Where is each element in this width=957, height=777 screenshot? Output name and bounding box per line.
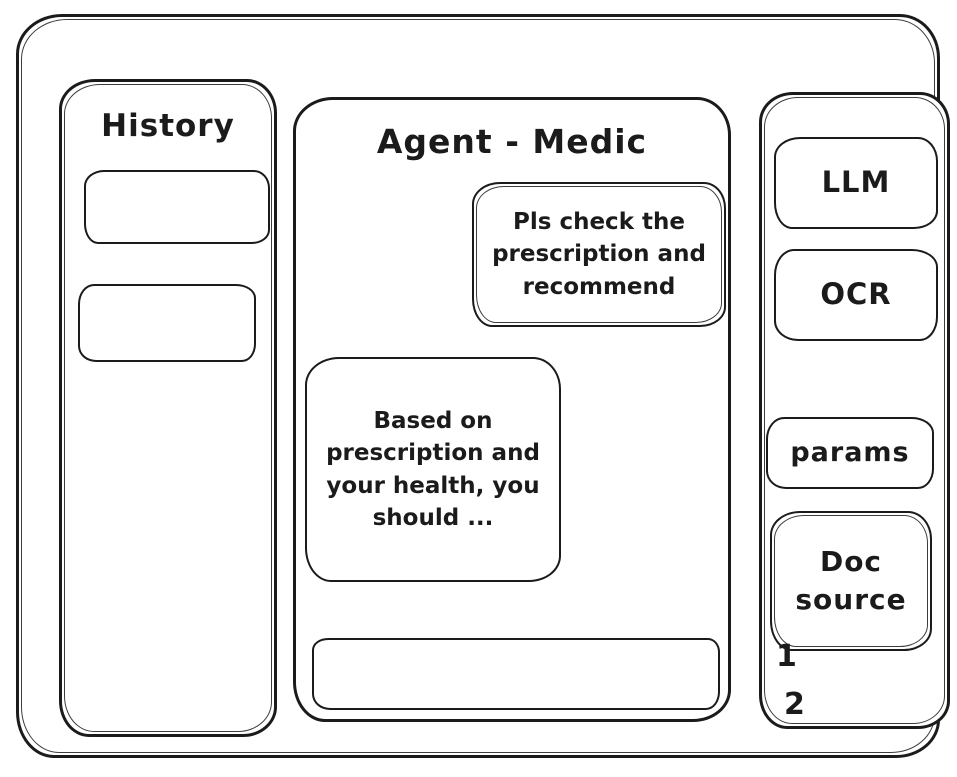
- chat-panel: Agent - Medic Pls check the prescription…: [293, 97, 731, 722]
- doc-source-button[interactable]: Doc source: [770, 511, 932, 651]
- history-item[interactable]: [84, 170, 270, 244]
- agent-message-bubble: Based on prescription and your health, y…: [305, 357, 561, 582]
- chat-title: Agent - Medic: [376, 122, 648, 161]
- user-message-bubble: Pls check the prescription and recommend: [472, 182, 726, 327]
- history-item[interactable]: [78, 284, 256, 362]
- doc-source-item-1[interactable]: 1: [776, 639, 797, 674]
- llm-button[interactable]: LLM: [774, 137, 938, 229]
- app-frame: History Agent - Medic Pls check the pres…: [16, 14, 950, 758]
- ocr-button[interactable]: OCR: [774, 249, 938, 341]
- doc-source-item-2[interactable]: 2: [784, 687, 805, 722]
- tools-panel: LLM OCR params Doc source 1 2: [759, 92, 950, 729]
- params-button[interactable]: params: [766, 417, 934, 489]
- history-title: History: [101, 108, 235, 144]
- history-panel: History: [59, 79, 277, 737]
- message-input[interactable]: [312, 638, 720, 710]
